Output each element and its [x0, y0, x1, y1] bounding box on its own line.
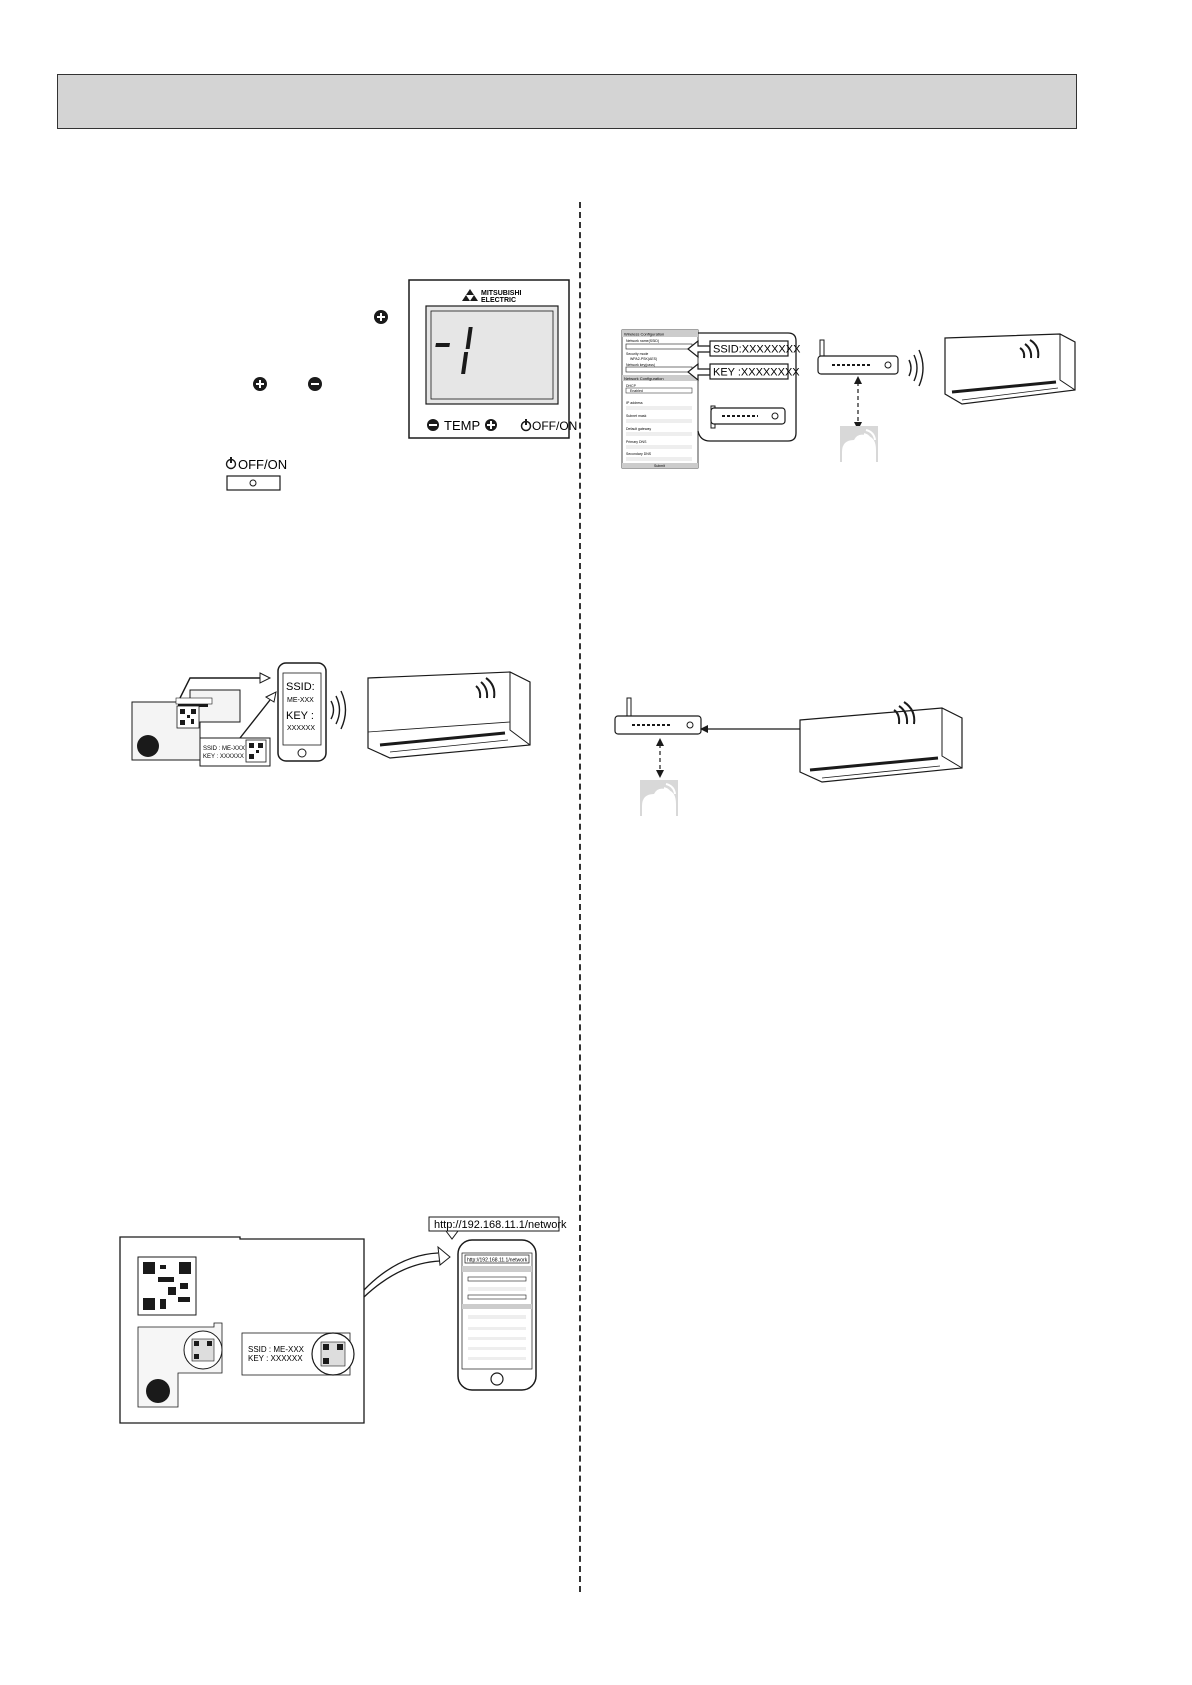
minus-circle-icon[interactable]: [427, 419, 439, 431]
qr-code-icon: [176, 705, 200, 729]
router-icon: [817, 339, 899, 375]
security-mode-value: WPA2-PSK(AES): [630, 357, 657, 361]
phone-ssid-label: SSID:: [286, 681, 315, 693]
dhcp-value: Enabled: [630, 389, 643, 393]
air-conditioner-unit: [799, 701, 963, 783]
brand-line2: ELECTRIC: [481, 297, 516, 304]
offon-button-figure: OFF/ON: [225, 456, 287, 492]
qr-code-icon: [245, 739, 267, 763]
temp-label: TEMP: [444, 418, 480, 433]
air-conditioner-unit: [944, 333, 1076, 405]
phone-ssid-figure: SSID : ME-XXX KEY : XXXXXX SSID: ME-XXX …: [130, 660, 540, 768]
security-mode-label: Security mode: [626, 352, 648, 356]
qr-code-icon: [183, 1330, 223, 1370]
phone-key-value: XXXXXX: [287, 725, 315, 732]
dhcp-select[interactable]: [625, 387, 693, 394]
cloud-icon: [840, 426, 878, 462]
qr-code-icon: [137, 1256, 197, 1316]
plus-circle-icon: [374, 310, 388, 324]
minus-circle-icon: [308, 377, 322, 391]
cloud-icon: [640, 780, 678, 816]
ssid-callout: [709, 340, 789, 357]
indicator-dot: [146, 1379, 170, 1403]
phone-url-text: http://192.168.11.1/network: [467, 1258, 528, 1264]
router-ac-link-figure: [612, 696, 972, 821]
default-gateway-label: Default gateway: [626, 427, 651, 431]
network-key-label: Network key(pass): [626, 363, 655, 367]
url-callout: [428, 1216, 560, 1232]
qr-code-icon: [311, 1332, 355, 1376]
router-box: [697, 332, 797, 442]
submit-label: Submit: [654, 464, 665, 468]
subnet-mask-label: Subnet mask: [626, 414, 647, 418]
wireless-signal-icon: [330, 690, 347, 730]
mitsubishi-logo-icon: [462, 289, 478, 301]
network-config-title: Network Configuration: [624, 376, 664, 381]
offon-button-label: OFF/ON: [238, 457, 287, 472]
network-name-label: Network name(SSID): [626, 339, 659, 343]
lcd-value-text: -1: [370, 274, 371, 276]
brand-line1: MITSUBISHI: [481, 290, 522, 297]
phone-key-label: KEY :: [286, 710, 314, 722]
column-divider: [579, 202, 581, 1592]
url-qr-figure: SSID : ME-XXX KEY : XXXXXX http://192.16…: [118, 1215, 568, 1425]
lcd-value-digits: [435, 327, 473, 374]
section-header-bar: [57, 74, 1077, 129]
power-icon[interactable]: [520, 419, 532, 432]
ip-address-label: IP address: [626, 401, 643, 405]
key-callout-text: KEY :XXXXXXXX: [713, 367, 800, 379]
secondary-dns-label: Secondary DNS: [626, 452, 652, 456]
ssid-callout-text: SSID:XXXXXXXX: [713, 344, 801, 356]
submit-button[interactable]: [622, 463, 698, 468]
dhcp-label: DHCP: [626, 384, 637, 388]
router-icon: [614, 697, 702, 735]
remote-controller-figure: MITSUBISHI ELECTRIC -1 TEMP OFF/ON: [370, 275, 582, 500]
wireless-config-title: Wireless Configuration: [624, 332, 664, 337]
power-icon: [225, 457, 237, 470]
key-field[interactable]: [625, 366, 693, 373]
sticker-ssid: SSID : ME-XXX: [203, 746, 245, 752]
home-button[interactable]: [490, 1372, 504, 1386]
offon-label: OFF/ON: [532, 419, 577, 433]
plus-circle-icon: [253, 377, 267, 391]
sticker-key: KEY : XXXXXX: [203, 754, 244, 760]
sticker-ssid: SSID : ME-XXX: [248, 1345, 305, 1354]
router-icon: [710, 405, 786, 429]
sticker-key: KEY : XXXXXX: [248, 1354, 303, 1363]
indicator-dot: [137, 735, 159, 757]
key-callout: [709, 363, 789, 380]
wireless-signal-icon: [908, 349, 924, 387]
inline-buttons-figure: [250, 374, 330, 394]
ssid-field[interactable]: [625, 343, 693, 350]
plus-circle-icon[interactable]: [485, 419, 497, 431]
phone-ssid-value: ME-XXX: [287, 697, 314, 704]
air-conditioner-unit: [367, 671, 531, 759]
lcd-display: [425, 305, 559, 405]
primary-dns-label: Primary DNS: [626, 440, 647, 444]
router-config-figure: Wireless Configuration Network name(SSID…: [620, 328, 1080, 473]
offon-button[interactable]: [226, 475, 281, 491]
url-callout-text: http://192.168.11.1/network: [434, 1219, 567, 1231]
